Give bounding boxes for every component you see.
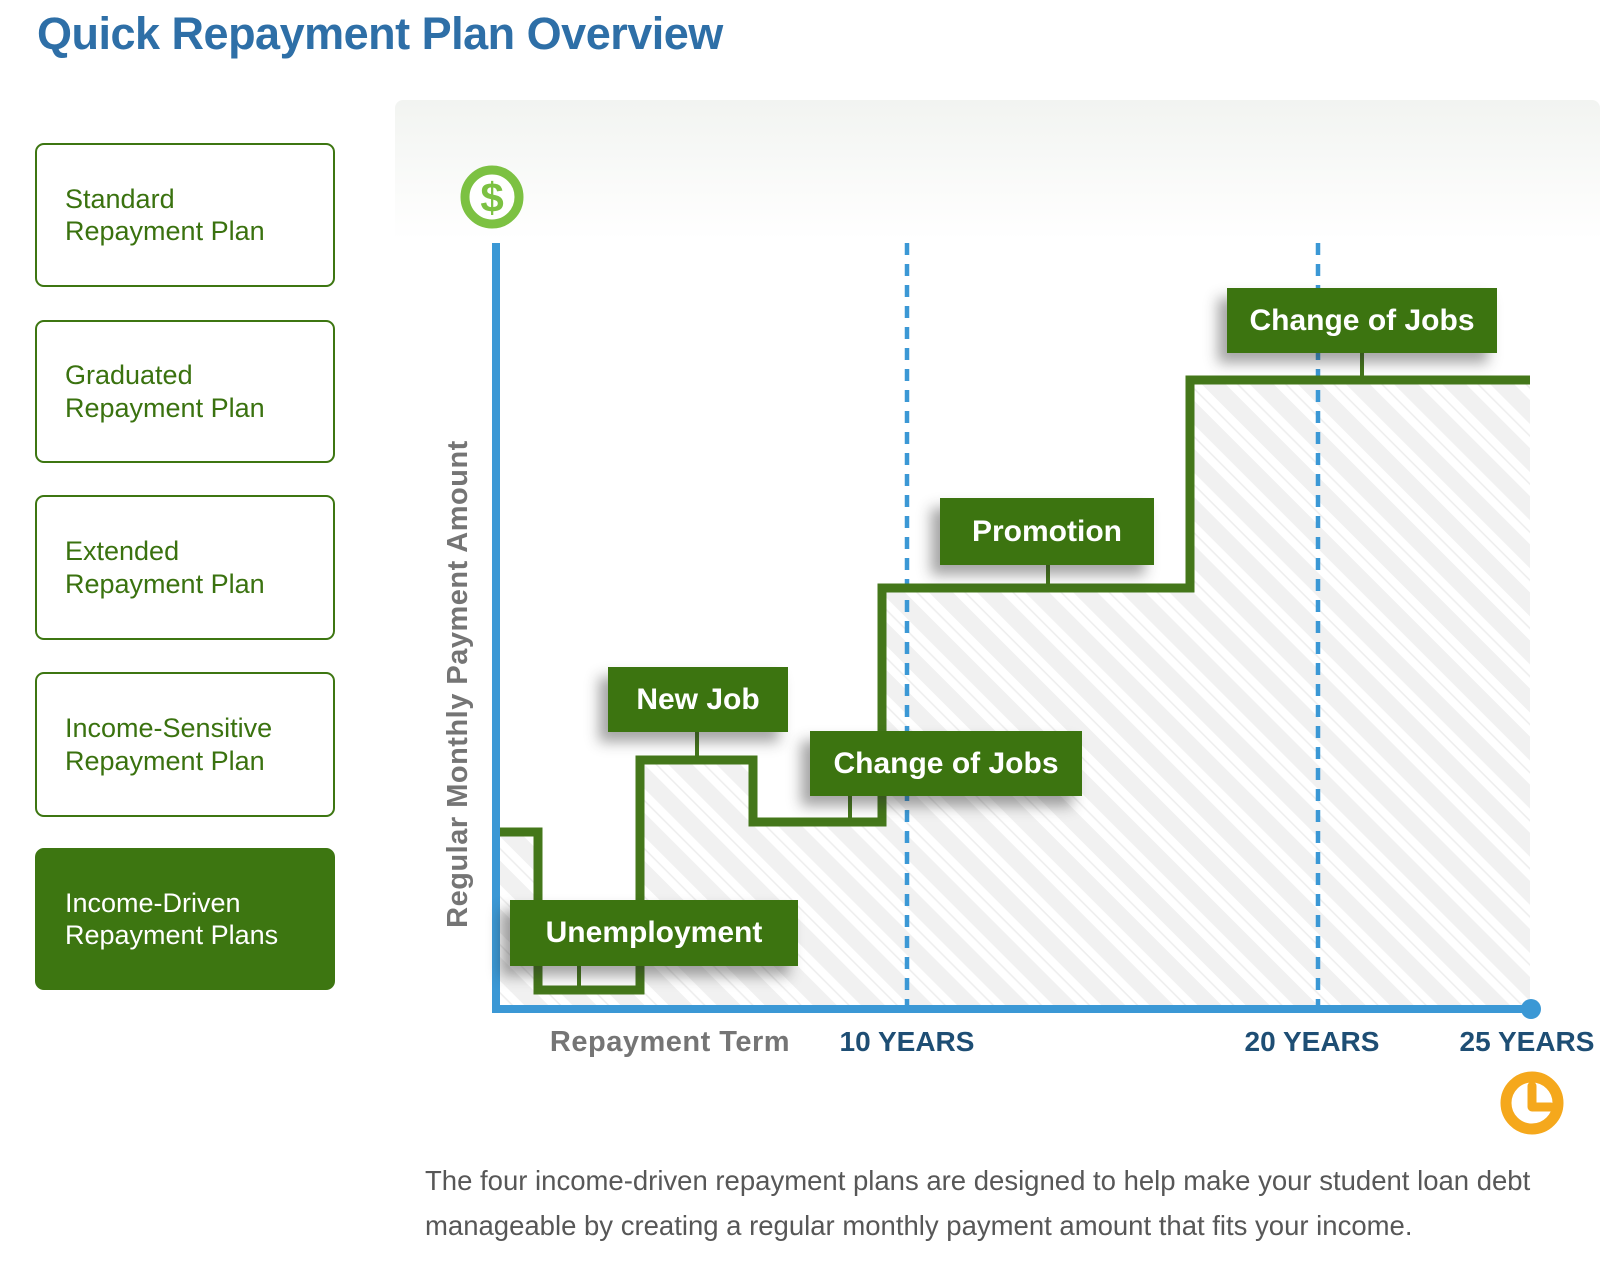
dollar-icon: $ bbox=[460, 165, 524, 229]
event-label-promotion: Promotion bbox=[940, 498, 1154, 565]
plan-button-label: Income-Driven Repayment Plans bbox=[65, 887, 279, 950]
sidebar-item-graduated-plan[interactable]: Graduated Repayment Plan bbox=[35, 320, 335, 463]
sidebar-item-extended-plan[interactable]: Extended Repayment Plan bbox=[35, 495, 335, 640]
sidebar-item-income-sensitive-plan[interactable]: Income-Sensitive Repayment Plan bbox=[35, 672, 335, 817]
event-label-new-job: New Job bbox=[608, 667, 788, 732]
hatched-area-under-curve bbox=[496, 380, 1530, 1005]
plan-button-label: Extended Repayment Plan bbox=[65, 536, 265, 599]
event-label-change-of-jobs-1: Change of Jobs bbox=[810, 731, 1082, 796]
plan-button-label: Standard Repayment Plan bbox=[65, 183, 265, 246]
event-label-unemployment: Unemployment bbox=[510, 900, 798, 966]
y-axis-label: Regular Monthly Payment Amount bbox=[442, 440, 474, 928]
event-label-text: Change of Jobs bbox=[833, 746, 1059, 780]
event-label-text: New Job bbox=[636, 682, 760, 716]
plan-button-label: Graduated Repayment Plan bbox=[65, 360, 265, 423]
x-tick-10-years: 10 YEARS bbox=[839, 1026, 975, 1057]
x-tick-25-years: 25 YEARS bbox=[1459, 1026, 1595, 1057]
sidebar-item-income-driven-plans[interactable]: Income-Driven Repayment Plans bbox=[35, 848, 335, 990]
event-label-text: Change of Jobs bbox=[1249, 303, 1475, 337]
x-axis-end-dot bbox=[1521, 999, 1541, 1019]
svg-text:$: $ bbox=[480, 174, 503, 221]
clock-icon bbox=[1500, 1071, 1564, 1135]
sidebar-item-standard-plan[interactable]: Standard Repayment Plan bbox=[35, 143, 335, 287]
footer-caption: The four income-driven repayment plans a… bbox=[425, 1165, 1531, 1241]
plan-button-label: Income-Sensitive Repayment Plan bbox=[65, 713, 273, 776]
event-label-text: Promotion bbox=[972, 514, 1122, 548]
page-title: Quick Repayment Plan Overview bbox=[37, 8, 723, 59]
x-axis-label: Repayment Term bbox=[549, 1026, 791, 1058]
x-tick-20-years: 20 YEARS bbox=[1244, 1026, 1380, 1057]
repayment-step-chart: $ bbox=[460, 165, 1564, 1135]
event-label-text: Unemployment bbox=[545, 916, 763, 949]
event-label-change-of-jobs-2: Change of Jobs bbox=[1227, 288, 1497, 353]
